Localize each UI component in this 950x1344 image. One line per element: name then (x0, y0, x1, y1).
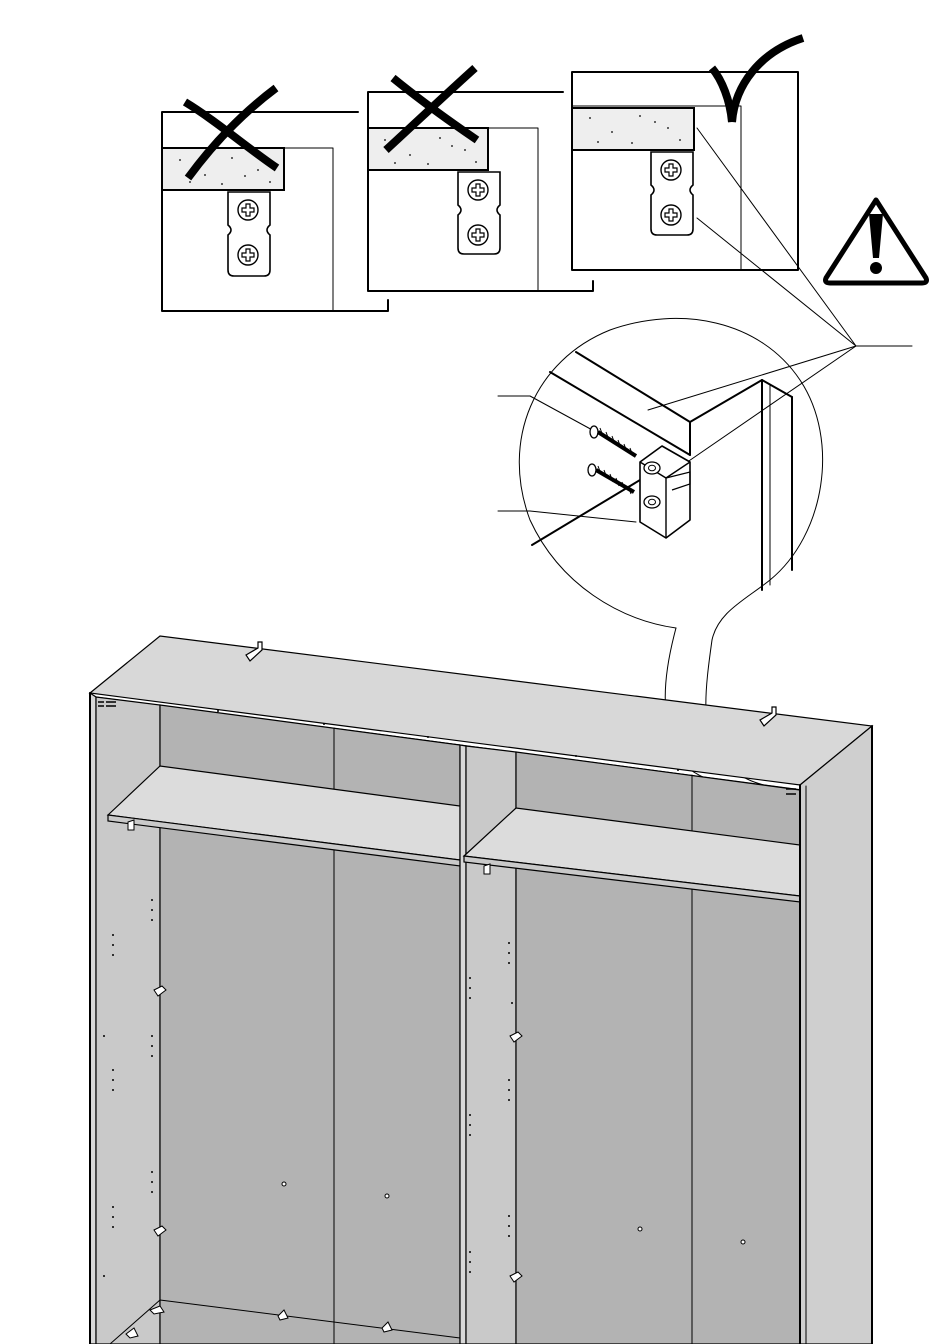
middle-divider (460, 745, 466, 1344)
wardrobe-assembly (90, 636, 872, 1344)
wall-bracket-3d (640, 446, 690, 538)
callout-lines (498, 128, 912, 522)
screw-head-icon (238, 245, 258, 265)
screw-icon (588, 464, 634, 494)
right-side-panel (800, 726, 872, 1344)
correct-panel (572, 38, 803, 270)
screw-head-icon (661, 205, 681, 225)
ceiling-concrete (572, 108, 694, 150)
ceiling-concrete (162, 148, 284, 190)
screw-head-icon (238, 200, 258, 220)
screw-icon (590, 426, 636, 456)
screw-head-icon (468, 225, 488, 245)
warning-triangle-icon (826, 200, 927, 283)
screw-head-icon (661, 160, 681, 180)
incorrect-panel-2 (368, 68, 593, 291)
screw-head-icon (468, 180, 488, 200)
incorrect-panel-1 (162, 88, 388, 311)
